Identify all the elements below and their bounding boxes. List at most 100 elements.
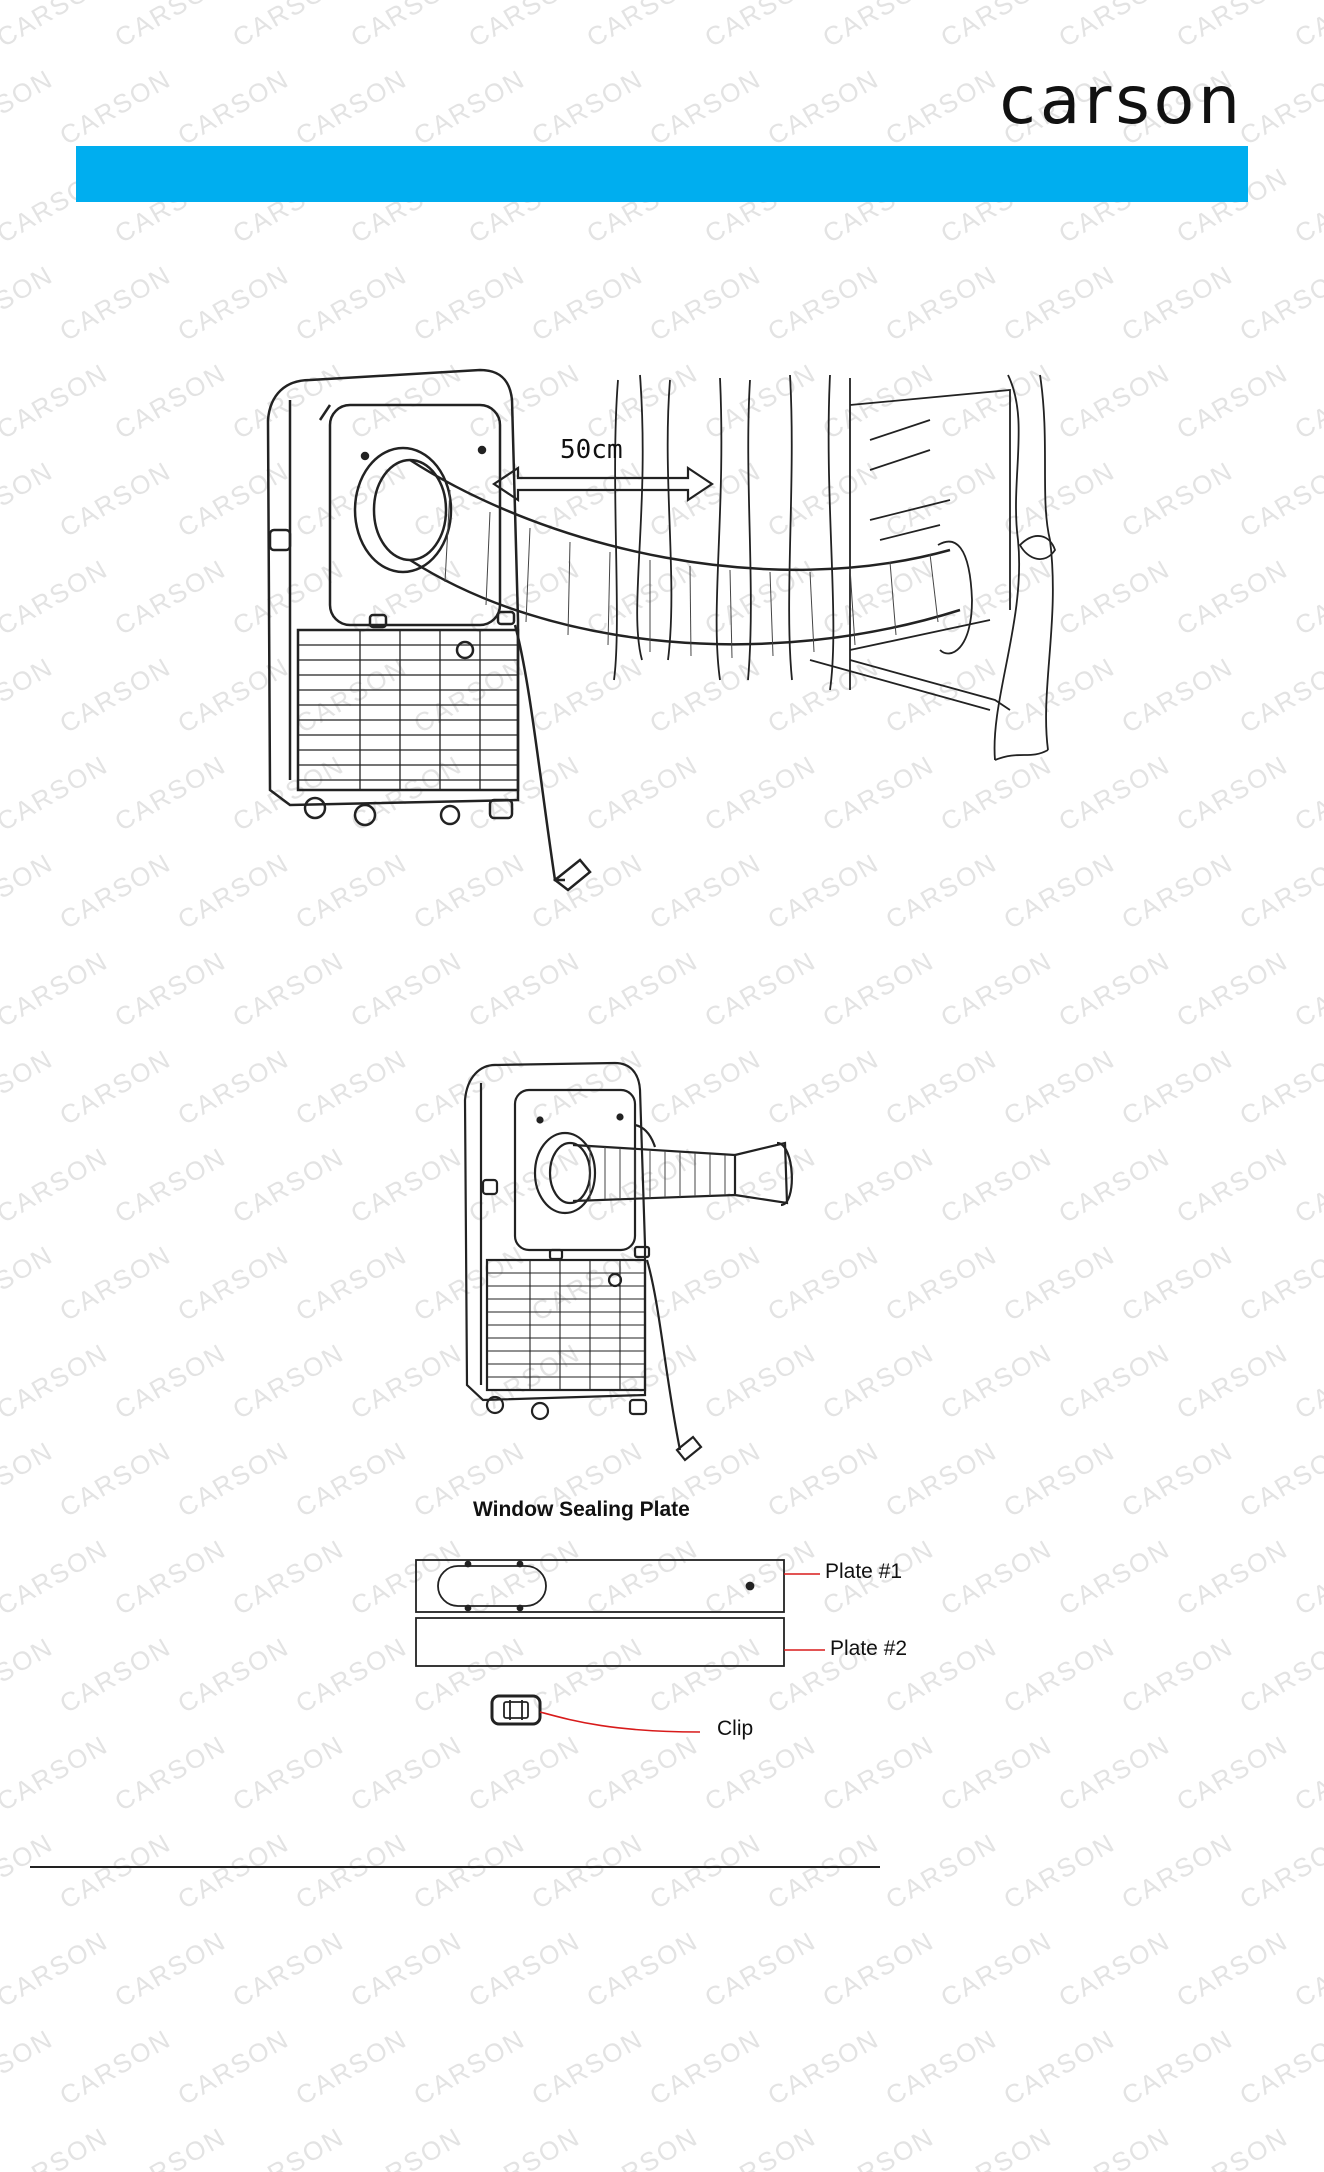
watermark-text: CARSON xyxy=(1289,161,1324,249)
watermark-text: CARSON xyxy=(0,651,59,739)
watermark-text: CARSON xyxy=(1234,2023,1324,2111)
watermark-text: CARSON xyxy=(172,2023,295,2111)
hose-and-adapter-drawing xyxy=(533,1123,793,1215)
plate-1 xyxy=(415,1559,820,1613)
watermark-text: CARSON xyxy=(463,0,586,53)
watermark-text: CARSON xyxy=(526,63,649,151)
watermark-text: CARSON xyxy=(0,1239,59,1327)
watermark-text: CARSON xyxy=(0,1435,59,1523)
watermark-text: CARSON xyxy=(1171,357,1294,445)
figure-ac-with-window-adapter xyxy=(463,1061,793,1462)
watermark-text: CARSON xyxy=(0,749,114,837)
watermark-text: CARSON xyxy=(0,2023,59,2111)
watermark-text: CARSON xyxy=(998,2023,1121,2111)
watermark-text: CARSON xyxy=(463,1925,586,2013)
watermark-text: CARSON xyxy=(998,1435,1121,1523)
watermark-text: CARSON xyxy=(1171,1925,1294,2013)
watermark-text: CARSON xyxy=(1116,259,1239,347)
watermark-text: CARSON xyxy=(699,0,822,53)
watermark-text: CARSON xyxy=(172,1239,295,1327)
watermark-text: CARSON xyxy=(644,63,767,151)
watermark-text: CARSON xyxy=(0,553,114,641)
watermark-text: CARSON xyxy=(1053,1729,1176,1817)
watermark-text: CARSON xyxy=(1053,1141,1176,1229)
watermark-text: CARSON xyxy=(935,945,1058,1033)
watermark-text: CARSON xyxy=(1289,1141,1324,1229)
watermark-text: CARSON xyxy=(54,63,177,151)
watermark-text: CARSON xyxy=(644,2023,767,2111)
watermark-text: CARSON xyxy=(1116,847,1239,935)
clip-label: Clip xyxy=(717,1717,754,1740)
watermark-text: CARSON xyxy=(109,1141,232,1229)
watermark-text: CARSON xyxy=(109,1337,232,1425)
watermark-text: CARSON xyxy=(880,63,1003,151)
watermark-text: CARSON xyxy=(817,1337,940,1425)
watermark-text: CARSON xyxy=(1171,1729,1294,1817)
watermark-text: CARSON xyxy=(1116,651,1239,739)
watermark-text: CARSON xyxy=(1234,847,1324,935)
watermark-text: CARSON xyxy=(880,1043,1003,1131)
watermark-text: CARSON xyxy=(581,2121,704,2172)
watermark-text: CARSON xyxy=(172,63,295,151)
watermark-text: CARSON xyxy=(0,63,59,151)
watermark-text: CARSON xyxy=(1289,749,1324,837)
watermark-text: CARSON xyxy=(1116,1239,1239,1327)
watermark-text: CARSON xyxy=(880,1239,1003,1327)
watermark-text: CARSON xyxy=(54,1631,177,1719)
watermark-text: CARSON xyxy=(817,1925,940,2013)
watermark-text: CARSON xyxy=(699,1925,822,2013)
watermark-text: CARSON xyxy=(290,259,413,347)
watermark-text: CARSON xyxy=(109,1925,232,2013)
watermark-text: CARSON xyxy=(54,259,177,347)
watermark-text: CARSON xyxy=(0,1533,114,1621)
header-bar xyxy=(76,146,1248,202)
watermark-text: CARSON xyxy=(227,1729,350,1817)
watermark-text: CARSON xyxy=(1234,455,1324,543)
watermark-text: CARSON xyxy=(172,1043,295,1131)
watermark-text: CARSON xyxy=(1116,2023,1239,2111)
watermark-text: CARSON xyxy=(1289,357,1324,445)
watermark-text: CARSON xyxy=(762,63,885,151)
watermark-text: CARSON xyxy=(0,945,114,1033)
watermark-text: CARSON xyxy=(408,259,531,347)
watermark-text: CARSON xyxy=(935,1729,1058,1817)
watermark-text: CARSON xyxy=(463,945,586,1033)
watermark-text: CARSON xyxy=(408,63,531,151)
watermark-text: CARSON xyxy=(345,1141,468,1229)
watermark-text: CARSON xyxy=(817,945,940,1033)
watermark-text: CARSON xyxy=(1171,1141,1294,1229)
watermark-text: CARSON xyxy=(109,553,232,641)
watermark-text: CARSON xyxy=(1234,259,1324,347)
watermark-text: CARSON xyxy=(935,1533,1058,1621)
distance-label: 50cm xyxy=(560,435,623,465)
watermark-text: CARSON xyxy=(817,1141,940,1229)
watermark-text: CARSON xyxy=(1171,0,1294,53)
watermark-text: CARSON xyxy=(0,0,114,53)
watermark-text: CARSON xyxy=(172,259,295,347)
watermark-text: CARSON xyxy=(54,2023,177,2111)
watermark-text: CARSON xyxy=(880,2023,1003,2111)
watermark-text: CARSON xyxy=(0,1337,114,1425)
watermark-text: CARSON xyxy=(290,2023,413,2111)
watermark-text: CARSON xyxy=(1234,1043,1324,1131)
watermark-text: CARSON xyxy=(1234,63,1324,151)
watermark-text: CARSON xyxy=(644,259,767,347)
watermark-text: CARSON xyxy=(1289,2121,1324,2172)
watermark-text: CARSON xyxy=(581,0,704,53)
watermark-text: CARSON xyxy=(581,1925,704,2013)
watermark-text: CARSON xyxy=(526,259,649,347)
watermark-text: CARSON xyxy=(227,0,350,53)
watermark-text: CARSON xyxy=(1289,1729,1324,1817)
ac-unit-drawing xyxy=(266,368,592,892)
watermark-text: CARSON xyxy=(1053,0,1176,53)
watermark-text: CARSON xyxy=(109,749,232,837)
plate-2-label: Plate #2 xyxy=(830,1637,908,1660)
watermark-text: CARSON xyxy=(1289,1337,1324,1425)
footer-rule xyxy=(30,1866,880,1868)
watermark-text: CARSON xyxy=(109,945,232,1033)
watermark-text: CARSON xyxy=(526,2023,649,2111)
watermark-text: CARSON xyxy=(1053,1337,1176,1425)
brand-logo: carson xyxy=(999,62,1244,139)
watermark-text: CARSON xyxy=(408,2023,531,2111)
figure-ac-hose-to-window xyxy=(266,368,1056,892)
